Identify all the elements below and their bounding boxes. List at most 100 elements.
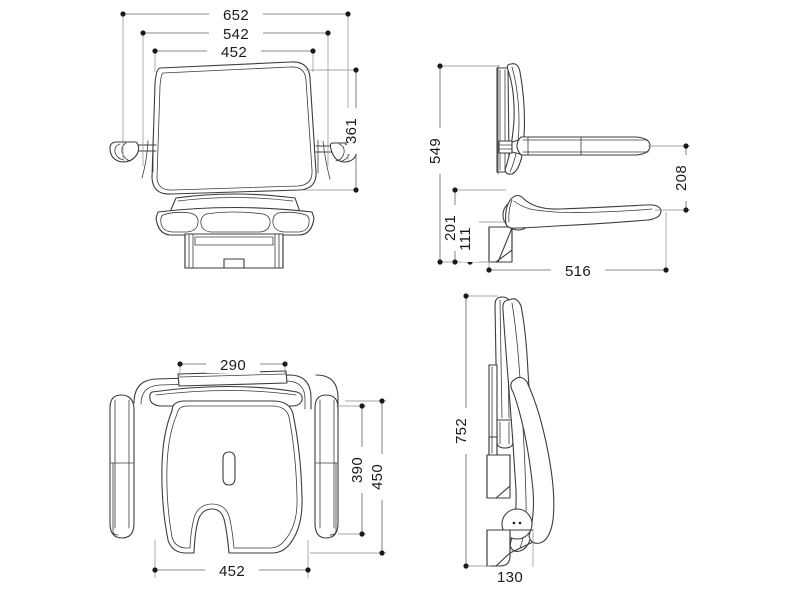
armrest-right-support <box>322 140 331 180</box>
seat-plan-inner-contour <box>166 405 298 549</box>
dim-208-label-bg <box>677 155 695 201</box>
dim-516-dot-right <box>663 267 669 273</box>
dim-549-label: 549 <box>427 138 444 164</box>
armrest-plan-right <box>314 394 339 539</box>
dim-290-dot-right <box>282 361 288 367</box>
view-side-folded: 752 130 <box>453 293 555 586</box>
dim-542-dot-left <box>140 30 146 36</box>
seat-pad-top-line <box>177 197 294 202</box>
dim-752-dot-top <box>463 293 469 299</box>
dim-652-dot-right <box>345 11 351 17</box>
backrest-folded-plate <box>488 364 498 456</box>
armrest-plan-right-lines <box>319 399 335 529</box>
dim-452b-label-bg <box>205 561 259 579</box>
dim-652-label: 652 <box>223 7 249 24</box>
plan-view-dimensions: 290 452 390 450 <box>152 355 391 580</box>
armrest-folded-end <box>496 419 514 449</box>
dim-450-label-bg <box>373 454 391 500</box>
dim-201-dot-top <box>452 187 458 193</box>
armrest-right-cap-detail2 <box>335 143 345 162</box>
dim-652-dot-left <box>120 11 126 17</box>
backrest-outline <box>151 61 317 195</box>
armrest-left-cap <box>109 141 140 163</box>
backrest-plan-lip-line <box>155 390 297 396</box>
dim-201-label: 201 <box>442 215 459 241</box>
armrest-left-support <box>141 140 149 179</box>
dim-450-dot-bottom <box>379 550 385 556</box>
dim-290-dot-left <box>177 361 183 367</box>
armrest-side-unfolded <box>498 136 651 156</box>
dim-516-label-bg <box>551 261 605 279</box>
backrest-side-curve-inner <box>509 66 520 173</box>
hinge-folded-dot-2 <box>518 521 522 525</box>
frame-lobe-center <box>200 211 271 233</box>
backrest-inner-contour <box>156 66 313 191</box>
dim-390-label: 390 <box>349 457 366 483</box>
backrest-side-plate <box>496 67 510 173</box>
armrest-plan-left-detail <box>112 462 119 536</box>
view-front-elevation: 652 542 452 361 <box>109 5 365 269</box>
dim-208-label: 208 <box>673 165 690 191</box>
armrest-folded-end-lines <box>499 421 510 445</box>
dim-752-label-bg <box>457 408 475 454</box>
armrest-plan-right-pad <box>314 394 339 539</box>
armrest-frame-outer-right <box>315 374 339 410</box>
armrest-plan-left-lines <box>114 399 130 529</box>
dim-361-dot-bottom <box>353 187 359 193</box>
armrest-hinge-hatch <box>498 144 513 150</box>
armrest-tube-body <box>516 136 651 156</box>
dim-549-dot-top <box>437 63 443 69</box>
dim-542-dot-right <box>325 30 331 36</box>
dim-516-label: 516 <box>565 263 591 280</box>
seat-frame-front-bar <box>155 206 315 236</box>
frame-lobe-right <box>272 211 310 233</box>
side-unfolded-dimensions: 549 201 111 208 <box>427 63 695 280</box>
armrest-plan-left <box>109 394 135 539</box>
dim-208-dot-bottom <box>683 207 689 213</box>
armrest-left <box>109 139 157 179</box>
dim-752-dot-bottom <box>463 563 469 569</box>
frame-lobe-left <box>160 211 199 233</box>
dim-752-label: 752 <box>453 418 470 444</box>
view-side-unfolded: 549 201 111 208 <box>427 63 695 280</box>
armrest-hinge-block <box>498 140 513 154</box>
bracket-folded-angle <box>509 541 534 554</box>
seat-folded-profile <box>502 298 536 552</box>
bracket-inner-plate <box>194 236 274 246</box>
dim-201-dot-bottom <box>452 259 458 265</box>
seat-support-strut <box>497 227 513 263</box>
dim-516-dot-left <box>486 267 492 273</box>
backrest-plan-line <box>179 373 286 378</box>
dim-542-label: 542 <box>223 26 249 43</box>
dim-452b-dot-left <box>152 567 158 573</box>
wall-mounting-bracket <box>184 233 284 269</box>
seat-side-inner-line <box>513 200 653 213</box>
dim-652-label-bg <box>209 5 263 23</box>
armrest-plan-right-detail <box>329 462 337 536</box>
dim-452-label-bg <box>207 42 261 60</box>
seat-side-profile <box>505 194 662 229</box>
dim-201-label-bg <box>446 205 464 251</box>
seat-folded-support-arm <box>510 376 555 544</box>
hinge-folded-dot-1 <box>512 521 516 525</box>
dim-452-label: 452 <box>221 44 247 61</box>
dim-450-dot-top <box>379 398 385 404</box>
seat-side-hinge-curve <box>508 199 513 223</box>
dim-549-dot-bottom <box>437 259 443 265</box>
armrest-plan-left-pad <box>109 394 135 539</box>
dim-542-label-bg <box>209 24 263 42</box>
dim-390-label-bg <box>353 447 371 493</box>
dim-130-label: 130 <box>497 569 523 586</box>
backrest-folded <box>486 364 511 499</box>
front-view-dimensions: 652 542 452 361 <box>120 5 365 193</box>
dim-361-dot-top <box>353 67 359 73</box>
dim-290-label-bg <box>206 355 260 373</box>
wall-plate-folded-shape <box>486 454 511 499</box>
seat-side-unfolded <box>488 194 662 263</box>
dim-452b-dot-right <box>305 567 311 573</box>
wall-plate-folded <box>486 454 511 499</box>
dim-361-label-bg <box>347 108 365 154</box>
dim-290-label: 290 <box>220 357 246 374</box>
